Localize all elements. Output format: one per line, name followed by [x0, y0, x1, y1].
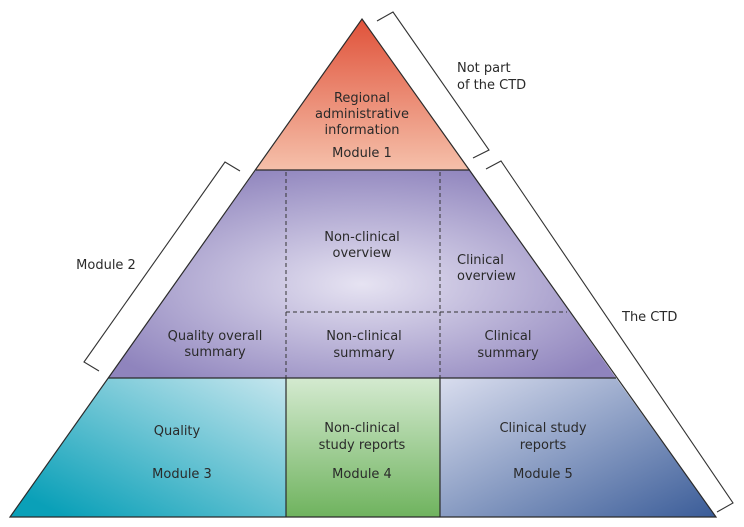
module3-region	[10, 378, 286, 517]
module1-line-1: Regional	[334, 91, 390, 106]
not-part-label-line-1: Not part	[457, 61, 511, 76]
module2-bracket-label: Module 2	[76, 258, 136, 273]
quality-overall-summary-line-2: summary	[184, 345, 246, 360]
module1-line-3: information	[324, 123, 399, 138]
module4-line-1: Non-clinical	[324, 421, 400, 436]
module3-label: Module 3	[152, 467, 212, 482]
nonclinical-summary-line-2: summary	[333, 346, 395, 361]
module2-region	[108, 170, 616, 378]
pyramid-outline	[8, 17, 718, 518]
quality-overall-summary-line-1: Quality overall	[168, 329, 263, 344]
module5-label: Module 5	[513, 467, 573, 482]
module4-region	[286, 378, 440, 517]
nonclinical-overview-line-2: overview	[333, 246, 392, 261]
clinical-overview-line-2: overview	[457, 269, 516, 284]
module3-line-1: Quality	[154, 424, 201, 439]
module5-line-2: reports	[520, 438, 567, 453]
module1-label: Module 1	[332, 146, 392, 161]
the-ctd-label: The CTD	[621, 310, 677, 325]
module5-line-1: Clinical study	[499, 421, 586, 436]
module4-label: Module 4	[332, 467, 392, 482]
bracket-not-part-of-ctd	[376, 11, 490, 159]
clinical-summary-line-2: summary	[477, 346, 539, 361]
clinical-overview-line-1: Clinical	[457, 253, 504, 268]
bracket-the-ctd	[485, 160, 734, 513]
nonclinical-summary-line-1: Non-clinical	[326, 329, 402, 344]
clinical-summary-line-1: Clinical	[485, 329, 532, 344]
module1-region	[256, 19, 470, 170]
module1-line-2: administrative	[315, 107, 409, 122]
module4-line-2: study reports	[319, 438, 406, 453]
module5-region	[440, 378, 716, 517]
bracket-module2	[83, 161, 241, 372]
not-part-label-line-2: of the CTD	[457, 78, 526, 93]
nonclinical-overview-line-1: Non-clinical	[324, 230, 400, 245]
